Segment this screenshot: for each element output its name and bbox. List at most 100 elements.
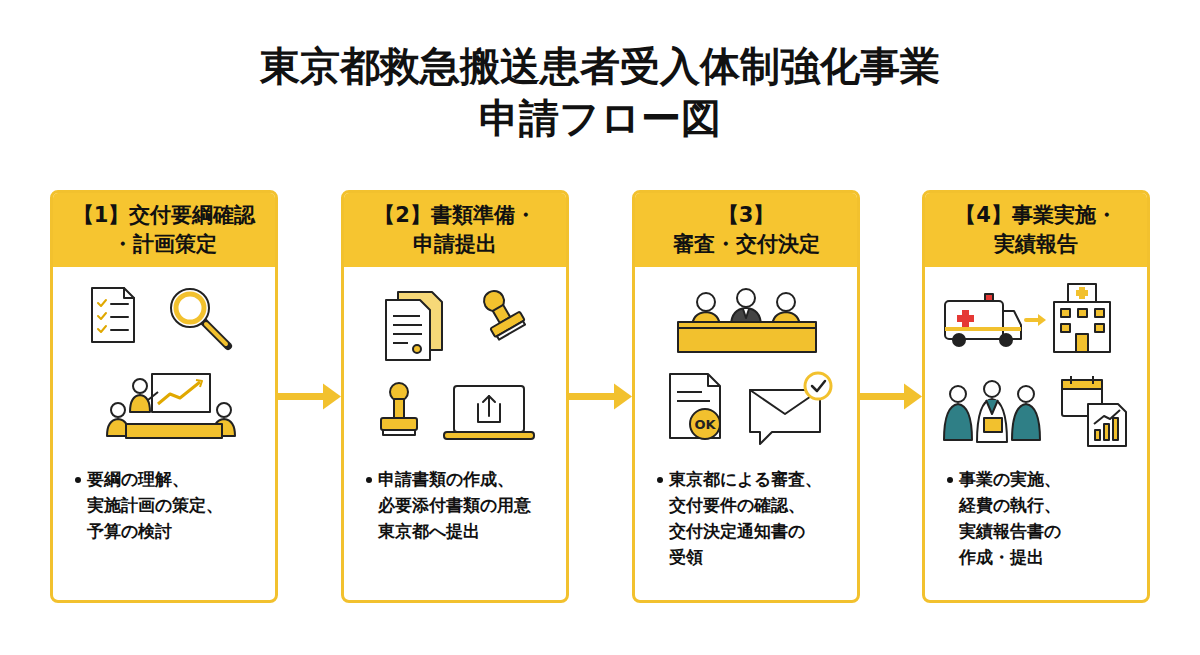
transfer-arrow: [1038, 314, 1046, 326]
reviewers-icon: [772, 312, 800, 328]
medical-staff-icon: [986, 400, 998, 414]
flow-arrow: [278, 384, 341, 410]
reviewers-icon: [737, 289, 755, 307]
stamp-icon: [474, 284, 526, 341]
flow-arrow: [860, 384, 922, 410]
hospital-icon: [1061, 309, 1070, 317]
documents-icon: [393, 324, 422, 326]
laptop-icon: [444, 432, 534, 439]
meeting-icon: [158, 382, 200, 404]
medical-staff-icon: [944, 404, 972, 440]
magnifier-icon: [171, 289, 228, 346]
medical-staff-icon: [1012, 404, 1040, 440]
arrow-head: [904, 384, 922, 410]
calendar-report-icon: [1104, 424, 1109, 440]
process-box: 【3】 審査・交付決定東京都による審査、 交付要件の確認、 交付決定通知書の 受…: [632, 190, 860, 603]
checklist-icon: [98, 300, 106, 306]
approved-document-icon: [708, 374, 720, 386]
documents-icon: [386, 292, 442, 360]
arrow-shaft: [860, 393, 908, 400]
transfer-arrow: [1026, 318, 1040, 322]
process-box: 【4】事業実施・ 実績報告事業の実施、 経費の執行、 実績報告書の 作成・提出: [922, 190, 1150, 603]
ambulance-icon: [953, 334, 965, 346]
stamp-icon: [383, 430, 415, 435]
meeting-icon: [213, 419, 235, 436]
laptop-icon: [483, 396, 495, 402]
checklist-icon: [92, 288, 134, 342]
laptop-icon: [444, 386, 534, 439]
medical-staff-icon: [984, 381, 1000, 397]
reviewers-icon: [697, 293, 715, 311]
ambulance-icon: [1003, 311, 1021, 339]
approved-document-icon: [677, 391, 702, 393]
approved-document-icon: [670, 374, 720, 438]
box-description: 申請書類の作成、 必要添付書類の用意 東京都へ提出: [378, 467, 558, 545]
reviewers-icon: [731, 308, 761, 326]
laptop-icon: [478, 404, 500, 422]
description-block: 東京都による審査、 交付要件の確認、 交付決定通知書の 受領: [657, 467, 849, 571]
process-box: 【1】交付要綱確認 ・計画策定要綱の理解、 実施計画の策定、 予算の検討: [50, 190, 278, 603]
checklist-icon: [111, 303, 128, 305]
meeting-icon: [152, 374, 210, 412]
bullet-dot: [366, 477, 372, 483]
transfer-arrow: [1026, 314, 1046, 326]
reviewers-icon: [678, 327, 816, 329]
arrow-shaft: [569, 393, 618, 400]
calendar-report-icon: [1095, 430, 1100, 440]
description-block: 要綱の理解、 実施計画の策定、 予算の検討: [75, 467, 267, 545]
ambulance-icon: [957, 315, 974, 322]
hospital-icon: [1078, 309, 1087, 317]
box-heading: 【2】書類準備・ 申請提出: [352, 201, 558, 259]
bullet-dot: [947, 477, 953, 483]
documents-icon: [398, 292, 442, 350]
reviewers-icon: [678, 289, 816, 352]
page-title: 東京都救急搬送患者受入体制強化事業 申請フロー図: [200, 40, 1000, 144]
meeting-icon: [148, 392, 158, 400]
reviewers-icon: [678, 322, 816, 352]
stamp-icon: [390, 383, 408, 401]
stamp-icon: [497, 321, 525, 339]
medical-staff-icon: [944, 381, 1040, 442]
checklist-icon: [92, 288, 134, 342]
checklist-icon: [98, 313, 106, 319]
meeting-icon: [107, 374, 235, 438]
stamp-icon: [381, 383, 417, 435]
hospital-icon: [1076, 334, 1088, 352]
notice-envelope-icon: [812, 381, 825, 391]
calendar-report-icon: [1088, 404, 1126, 446]
process-box: 【2】書類準備・ 申請提出申請書類の作成、 必要添付書類の用意 東京都へ提出: [341, 190, 569, 603]
box-description: 東京都による審査、 交付要件の確認、 交付決定通知書の 受領: [669, 467, 849, 571]
calendar-report-icon: [1062, 380, 1102, 416]
checklist-icon: [124, 288, 134, 298]
calendar-report-icon: [1113, 418, 1118, 440]
documents-icon: [413, 345, 421, 353]
hospital-icon: [1054, 302, 1110, 352]
hospital-icon: [1076, 290, 1088, 296]
hospital-icon: [1095, 309, 1104, 317]
description-block: 事業の実施、 経費の執行、 実績報告書の 作成・提出: [947, 467, 1139, 571]
meeting-icon: [107, 419, 129, 436]
medical-staff-icon: [984, 418, 1002, 432]
reviewers-icon: [777, 293, 795, 311]
hospital-icon: [1061, 324, 1070, 332]
box-description: 要綱の理解、 実施計画の策定、 予算の検討: [87, 467, 267, 545]
arrow-shaft: [278, 393, 327, 400]
approved-document-icon: [677, 400, 710, 402]
calendar-report-icon: [1092, 376, 1094, 384]
ambulance-icon: [945, 327, 1021, 331]
arrow-head: [323, 384, 341, 410]
notice-envelope-icon: [750, 373, 831, 444]
checklist-icon: [111, 316, 128, 318]
stamp-icon: [381, 418, 417, 430]
bullet-dot: [75, 477, 81, 483]
hospital-icon: [1079, 287, 1085, 299]
stamp-icon: [394, 399, 404, 418]
laptop-icon: [488, 396, 490, 416]
meeting-icon: [196, 380, 202, 387]
description-block: 申請書類の作成、 必要添付書類の用意 東京都へ提出: [366, 467, 558, 545]
notice-envelope-icon: [805, 373, 831, 399]
documents-icon: [393, 315, 420, 317]
magnifier-icon: [206, 324, 226, 344]
meeting-icon: [130, 395, 150, 412]
